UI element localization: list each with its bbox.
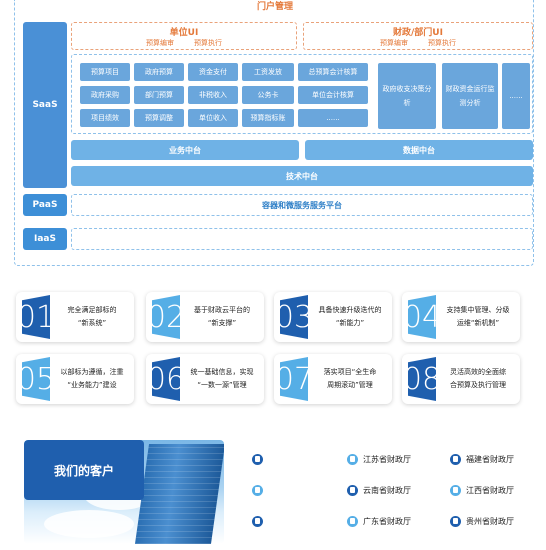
client-item	[252, 515, 268, 527]
feature-number: 06	[152, 357, 180, 401]
client-item: 江苏省财政厅	[347, 453, 411, 465]
paas-platform: 容器和微服务服务平台	[71, 194, 533, 216]
module-grid: 预算项目 政府预算 资金支付 工资发放 总预算会计核算 政府采购 部门预算 非税…	[71, 54, 533, 134]
client-item: 江西省财政厅	[450, 484, 514, 496]
client-name: 江西省财政厅	[466, 485, 514, 495]
module-cell: 预算指标账	[242, 109, 294, 127]
customers-banner: 我们的客户	[24, 440, 224, 544]
module-cell: 非税收入	[188, 86, 238, 104]
architecture-diagram: 门户管理 SaaS PaaS IaaS 单位UI 预算编审 预算执行 财政/部门U…	[14, 0, 534, 266]
saas-label: SaaS	[23, 22, 67, 188]
unit-ui-title: 单位UI	[169, 28, 199, 38]
unit-ui-item: 预算编审	[146, 39, 174, 47]
feature-card: 03 具备快速升级迭代的 “新能力”	[274, 292, 392, 342]
module-cell: 预算项目	[80, 63, 130, 81]
module-cell: 项目绩效	[80, 109, 130, 127]
feature-card: 02 基于财政云平台的 “新支撑”	[146, 292, 264, 342]
client-item: 福建省财政厅	[450, 453, 514, 465]
feature-text: 支持集中管理、分级 运维“新机制”	[446, 306, 510, 327]
building-image	[134, 444, 224, 544]
cloud-shape	[44, 510, 134, 538]
finance-ui-box: 财政/部门UI 预算编审 预算执行	[303, 22, 533, 50]
feature-text: 具备快速升级迭代的 “新能力”	[318, 306, 382, 327]
module-cell: 资金支付	[188, 63, 238, 81]
side-module: ......	[502, 63, 530, 129]
module-cell: 工资发放	[242, 63, 294, 81]
feature-card: 04 支持集中管理、分级 运维“新机制”	[402, 292, 520, 342]
client-name: 江苏省财政厅	[363, 454, 411, 464]
building-icon	[347, 484, 358, 496]
client-item: 贵州省财政厅	[450, 515, 514, 527]
feature-number: 07	[280, 357, 308, 401]
feature-text: 灵活高效的全面综 合预算及执行管理	[450, 368, 506, 389]
feature-number: 08	[408, 357, 436, 401]
feature-number: 03	[280, 295, 308, 339]
feature-text: 以部标为遵循，注重 “业务能力”建设	[60, 368, 124, 389]
finance-ui-item: 预算编审	[380, 39, 408, 47]
business-center: 业务中台	[71, 140, 299, 160]
feature-number: 01	[22, 295, 50, 339]
client-item: 广东省财政厅	[347, 515, 411, 527]
customers-title: 我们的客户	[24, 440, 144, 500]
paas-label: PaaS	[23, 194, 67, 216]
building-icon	[450, 515, 461, 527]
feature-number: 05	[22, 357, 50, 401]
feature-card: 05 以部标为遵循，注重 “业务能力”建设	[16, 354, 134, 404]
feature-text: 完全满足部标的 “新系统”	[67, 306, 117, 327]
tech-center: 技术中台	[71, 166, 533, 186]
building-icon	[450, 484, 461, 496]
module-cell: 单位收入	[188, 109, 238, 127]
client-item	[252, 453, 268, 465]
building-icon	[252, 515, 263, 527]
client-name: 广东省财政厅	[363, 516, 411, 526]
finance-ui-item: 预算执行	[428, 39, 456, 47]
module-cell: 预算调整	[134, 109, 184, 127]
client-name: 云南省财政厅	[363, 485, 411, 495]
feature-number: 02	[152, 295, 180, 339]
module-cell: 部门预算	[134, 86, 184, 104]
module-cell: ......	[298, 109, 368, 127]
building-icon	[252, 453, 263, 465]
feature-text: 基于财政云平台的 “新支撑”	[194, 306, 250, 327]
iaas-label: IaaS	[23, 228, 67, 250]
side-module: 财政资金运行监测分析	[442, 63, 498, 129]
client-item: 云南省财政厅	[347, 484, 411, 496]
module-cell: 公务卡	[242, 86, 294, 104]
finance-ui-title: 财政/部门UI	[393, 28, 443, 38]
client-name: 福建省财政厅	[466, 454, 514, 464]
client-name: 贵州省财政厅	[466, 516, 514, 526]
module-cell: 政府预算	[134, 63, 184, 81]
feature-text: 落实项目“全生命 周期滚动”管理	[323, 368, 377, 389]
feature-card: 08 灵活高效的全面综 合预算及执行管理	[402, 354, 520, 404]
feature-card: 06 统一基础信息，实现 “一数一源”管理	[146, 354, 264, 404]
data-center: 数据中台	[305, 140, 533, 160]
module-cell: 总预算会计核算	[298, 63, 368, 81]
feature-card: 01 完全满足部标的 “新系统”	[16, 292, 134, 342]
portal-title: 门户管理	[256, 2, 293, 12]
feature-text: 统一基础信息，实现 “一数一源”管理	[190, 368, 254, 389]
iaas-platform	[71, 228, 533, 250]
client-item	[252, 484, 268, 496]
building-icon	[252, 484, 263, 496]
side-module: 政府收支决策分析	[378, 63, 436, 129]
feature-number: 04	[408, 295, 436, 339]
module-cell: 单位会计核算	[298, 86, 368, 104]
building-icon	[347, 515, 358, 527]
unit-ui-item: 预算执行	[194, 39, 222, 47]
building-icon	[347, 453, 358, 465]
unit-ui-box: 单位UI 预算编审 预算执行	[71, 22, 297, 50]
module-cell: 政府采购	[80, 86, 130, 104]
building-icon	[450, 453, 461, 465]
feature-card: 07 落实项目“全生命 周期滚动”管理	[274, 354, 392, 404]
